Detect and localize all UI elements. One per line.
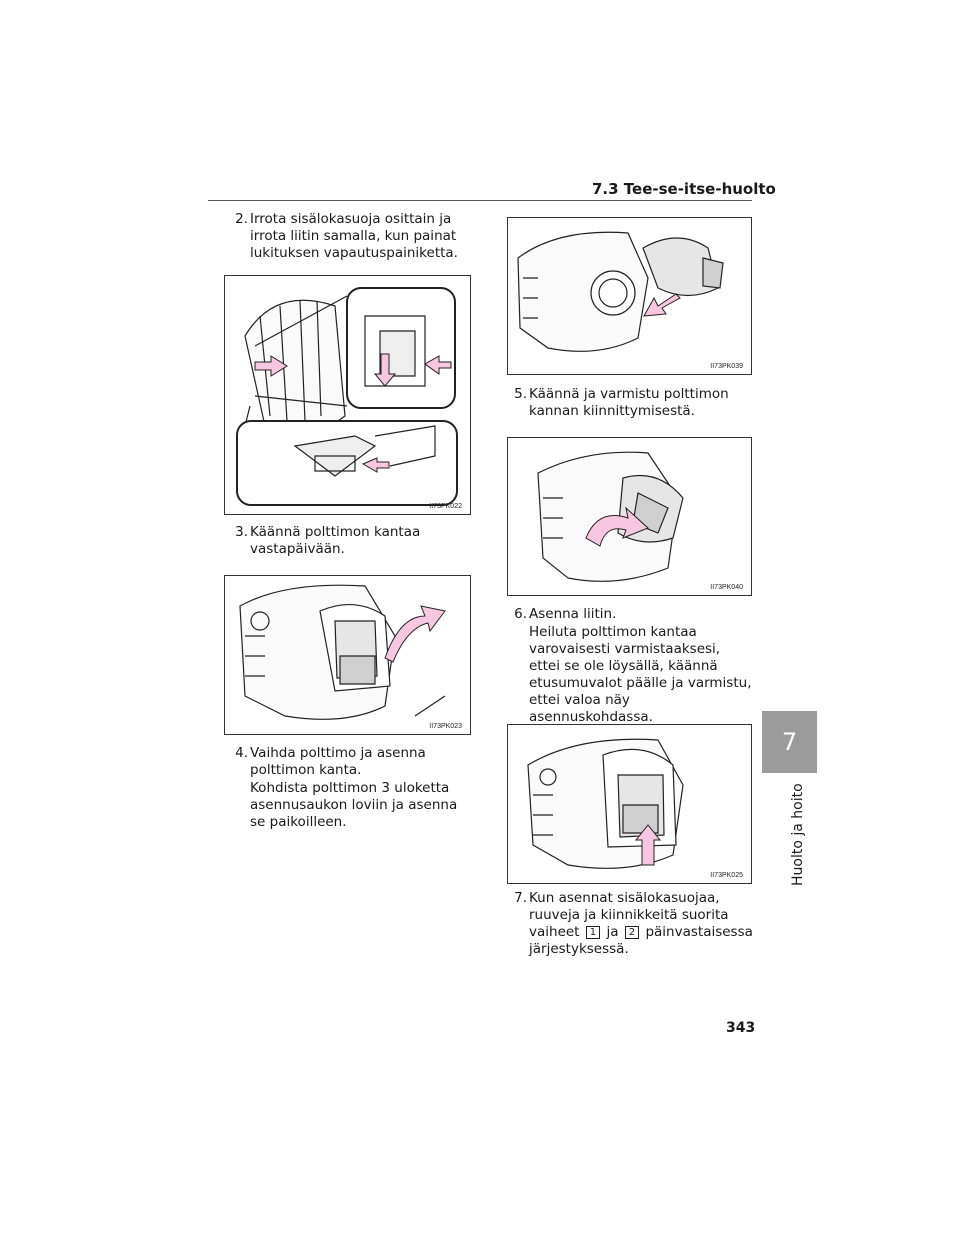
figure-remove-bulb: II73PK039 (507, 217, 752, 375)
step-4-text: Vaihda polttimo ja asenna polttimon kant… (250, 745, 426, 778)
step-6: 6.Asenna liitin. (507, 606, 757, 623)
step-6-text: Asenna liitin. (529, 606, 617, 622)
step-3: 3.Käännä polttimon kantaa vastapäivään. (228, 524, 478, 558)
chapter-tab: 7 (762, 711, 817, 773)
step-3-text: Käännä polttimon kantaa vastapäivään. (250, 524, 421, 557)
figure-code: II73PK022 (429, 503, 462, 510)
step-key-2: 2 (624, 926, 640, 939)
figure-turn-counterclockwise: II73PK023 (224, 575, 471, 735)
step-2-text: Irrota sisälokasuoja osittain ja irrota … (250, 211, 458, 261)
step-5-text: Käännä ja varmistu polttimon kannan kiin… (529, 386, 729, 419)
step-5: 5.Käännä ja varmistu polttimon kannan ki… (507, 386, 757, 420)
figure-disconnect-connector: II73PK022 (224, 275, 471, 515)
step-2: 2.Irrota sisälokasuoja osittain ja irrot… (228, 211, 478, 262)
step-7: 7.Kun asennat sisälokasuojaa, ruuveja ja… (507, 890, 757, 958)
figure-install-connector: II73PK025 (507, 724, 752, 884)
step-4: 4.Vaihda polttimo ja asenna polttimon ka… (228, 745, 478, 779)
step-7-text: Kun asennat sisälokasuojaa, ruuveja ja k… (529, 890, 753, 957)
figure-code: II73PK040 (710, 584, 743, 591)
figure-code: II73PK025 (710, 872, 743, 879)
figure-turn-clockwise: II73PK040 (507, 437, 752, 596)
step-4-detail: Kohdista polttimon 3 uloketta asennusauk… (250, 780, 458, 830)
page-number: 343 (726, 1020, 756, 1036)
figure-code: II73PK023 (429, 723, 462, 730)
step-6-detail: Heiluta polttimon kantaa varovaisesti va… (529, 624, 752, 725)
header-rule (208, 200, 752, 201)
figure-code: II73PK039 (710, 363, 743, 370)
section-header: 7.3 Tee-se-itse-huolto (592, 180, 776, 198)
step-key-1: 1 (585, 926, 601, 939)
chapter-tab-label: Huolto ja hoito (790, 783, 806, 887)
